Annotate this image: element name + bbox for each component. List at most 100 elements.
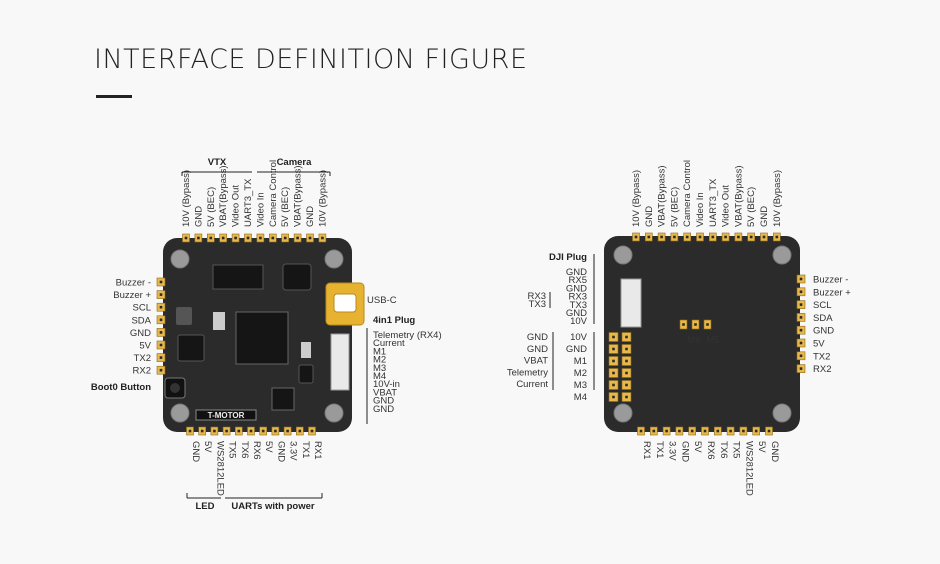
pad-hole bbox=[799, 367, 803, 370]
4in1-plug-pin-label: M3 bbox=[373, 363, 386, 374]
4in1-plug-pin-label: Current bbox=[373, 338, 405, 349]
pad-hole bbox=[625, 383, 628, 387]
front-top-pin-label: GND bbox=[305, 206, 316, 227]
pad-hole bbox=[690, 429, 694, 433]
pad-hole bbox=[682, 323, 685, 326]
pad-hole bbox=[767, 429, 771, 433]
dji-plug-pin-label: GND bbox=[566, 283, 587, 294]
chip bbox=[271, 387, 295, 411]
4in1-plug-title: 4in1 Plug bbox=[373, 315, 415, 326]
chip bbox=[282, 263, 312, 291]
pad-hole bbox=[625, 335, 628, 339]
pad-hole bbox=[259, 236, 262, 240]
pad-hole bbox=[321, 236, 324, 240]
pad-hole bbox=[799, 341, 803, 345]
pad-hole bbox=[716, 429, 720, 433]
pad-hole bbox=[639, 429, 643, 433]
front-bottom-pin-label: 5V bbox=[263, 441, 274, 453]
uarts-group-label: UARTs with power bbox=[231, 501, 315, 512]
pad-hole bbox=[749, 235, 753, 239]
pad-hole bbox=[612, 371, 615, 375]
back-bottom-pin-label: TX5 bbox=[731, 441, 742, 458]
pad-hole bbox=[799, 354, 803, 358]
pad-hole bbox=[665, 429, 668, 433]
front-left-pin-label: Buzzer + bbox=[113, 290, 151, 301]
dji-plug-pin-label: RX3 bbox=[569, 292, 587, 303]
pad-hole bbox=[737, 235, 740, 239]
pad-hole bbox=[673, 235, 676, 239]
front-bottom-pin-label: RX1 bbox=[312, 441, 323, 459]
component bbox=[177, 334, 205, 362]
pad-hole bbox=[310, 429, 314, 433]
back-bottom-pin-label: 3.3V bbox=[667, 441, 678, 461]
back-top-pin-label: 5V (BEC) bbox=[669, 187, 680, 227]
page-title: INTERFACE DEFINITION FIGURE bbox=[94, 44, 528, 75]
led-group-label: LED bbox=[196, 501, 215, 512]
front-left-pin-label: GND bbox=[130, 328, 151, 339]
back-right-pin-label: TX2 bbox=[813, 351, 830, 362]
pad-hole bbox=[799, 277, 803, 281]
back-board-body bbox=[604, 236, 800, 432]
pad-hole bbox=[706, 323, 709, 326]
front-top-pin-label: Camera Control bbox=[268, 160, 279, 227]
back-top-pin-label: Video Out bbox=[721, 185, 732, 227]
motor-pin-label: GND bbox=[566, 344, 587, 355]
back-top-pin-label: Camera Control bbox=[682, 160, 693, 227]
back-board bbox=[604, 232, 806, 436]
front-top-pin-label: Video In bbox=[255, 192, 266, 227]
pad-hole bbox=[612, 395, 615, 399]
pad-hole bbox=[296, 236, 299, 240]
mount-hole bbox=[772, 245, 792, 265]
pad-hole bbox=[625, 359, 628, 363]
pad-hole bbox=[159, 368, 163, 372]
back-bottom-pin-label: GND bbox=[769, 441, 780, 462]
pad-hole bbox=[200, 429, 204, 433]
front-bottom-pin-label: TX5 bbox=[227, 441, 238, 458]
motor-pin-label: M2 bbox=[574, 368, 587, 379]
boot0-button-cap[interactable] bbox=[170, 383, 180, 393]
boot0-button-label: Boot0 Button bbox=[91, 382, 151, 393]
pad-hole bbox=[159, 293, 163, 296]
4in1-plug-pin-label: 10V-in bbox=[373, 379, 400, 390]
pad-hole bbox=[711, 235, 715, 239]
m6-label: M6 bbox=[687, 335, 700, 346]
pad-hole bbox=[197, 236, 200, 240]
pad-hole bbox=[237, 429, 241, 433]
pad-hole bbox=[799, 328, 803, 332]
back-right-pin-label: SCL bbox=[813, 300, 831, 311]
back-top-pin-label: VBAT(Bypass) bbox=[657, 165, 668, 227]
front-top-pin-label: GND bbox=[193, 206, 204, 227]
back-bottom-pin-label: 5V bbox=[692, 441, 703, 453]
pad-hole bbox=[625, 395, 628, 399]
back-bottom-pin-label: 5V bbox=[756, 441, 767, 453]
pad-hole bbox=[271, 236, 275, 240]
pad-hole bbox=[625, 347, 628, 351]
mount-hole bbox=[324, 403, 344, 423]
chip bbox=[212, 264, 264, 290]
back-right-pin-label: RX2 bbox=[813, 364, 831, 375]
pad-hole bbox=[308, 236, 312, 240]
mount-hole bbox=[170, 249, 190, 269]
front-bottom-pin-label: TX6 bbox=[239, 441, 250, 458]
front-bottom-pin-label: GND bbox=[190, 441, 201, 462]
4in1-plug-pin-label: GND bbox=[373, 404, 394, 415]
pad-hole bbox=[298, 429, 302, 433]
pad-hole bbox=[188, 429, 192, 433]
motor-side-label: GND bbox=[527, 344, 548, 355]
pad-hole bbox=[234, 236, 237, 240]
pad-hole bbox=[283, 236, 287, 240]
pad-hole bbox=[799, 303, 803, 306]
front-top-pin-label: 10V (Bypass) bbox=[317, 170, 328, 227]
pad-hole bbox=[612, 347, 615, 351]
back-top-pin-label: Video In bbox=[695, 192, 706, 227]
front-bottom-pin-label: 5V bbox=[202, 441, 213, 453]
dji-side-label: TX3 bbox=[529, 299, 546, 310]
mount-hole bbox=[324, 249, 344, 269]
front-top-pin-label: UART3_TX bbox=[243, 178, 254, 227]
pad-hole bbox=[742, 429, 745, 433]
pad-hole bbox=[221, 236, 225, 240]
motor-side-label: Telemetry bbox=[507, 367, 548, 378]
dji-plug-title: DJI Plug bbox=[549, 252, 587, 263]
pad-hole bbox=[799, 316, 803, 319]
